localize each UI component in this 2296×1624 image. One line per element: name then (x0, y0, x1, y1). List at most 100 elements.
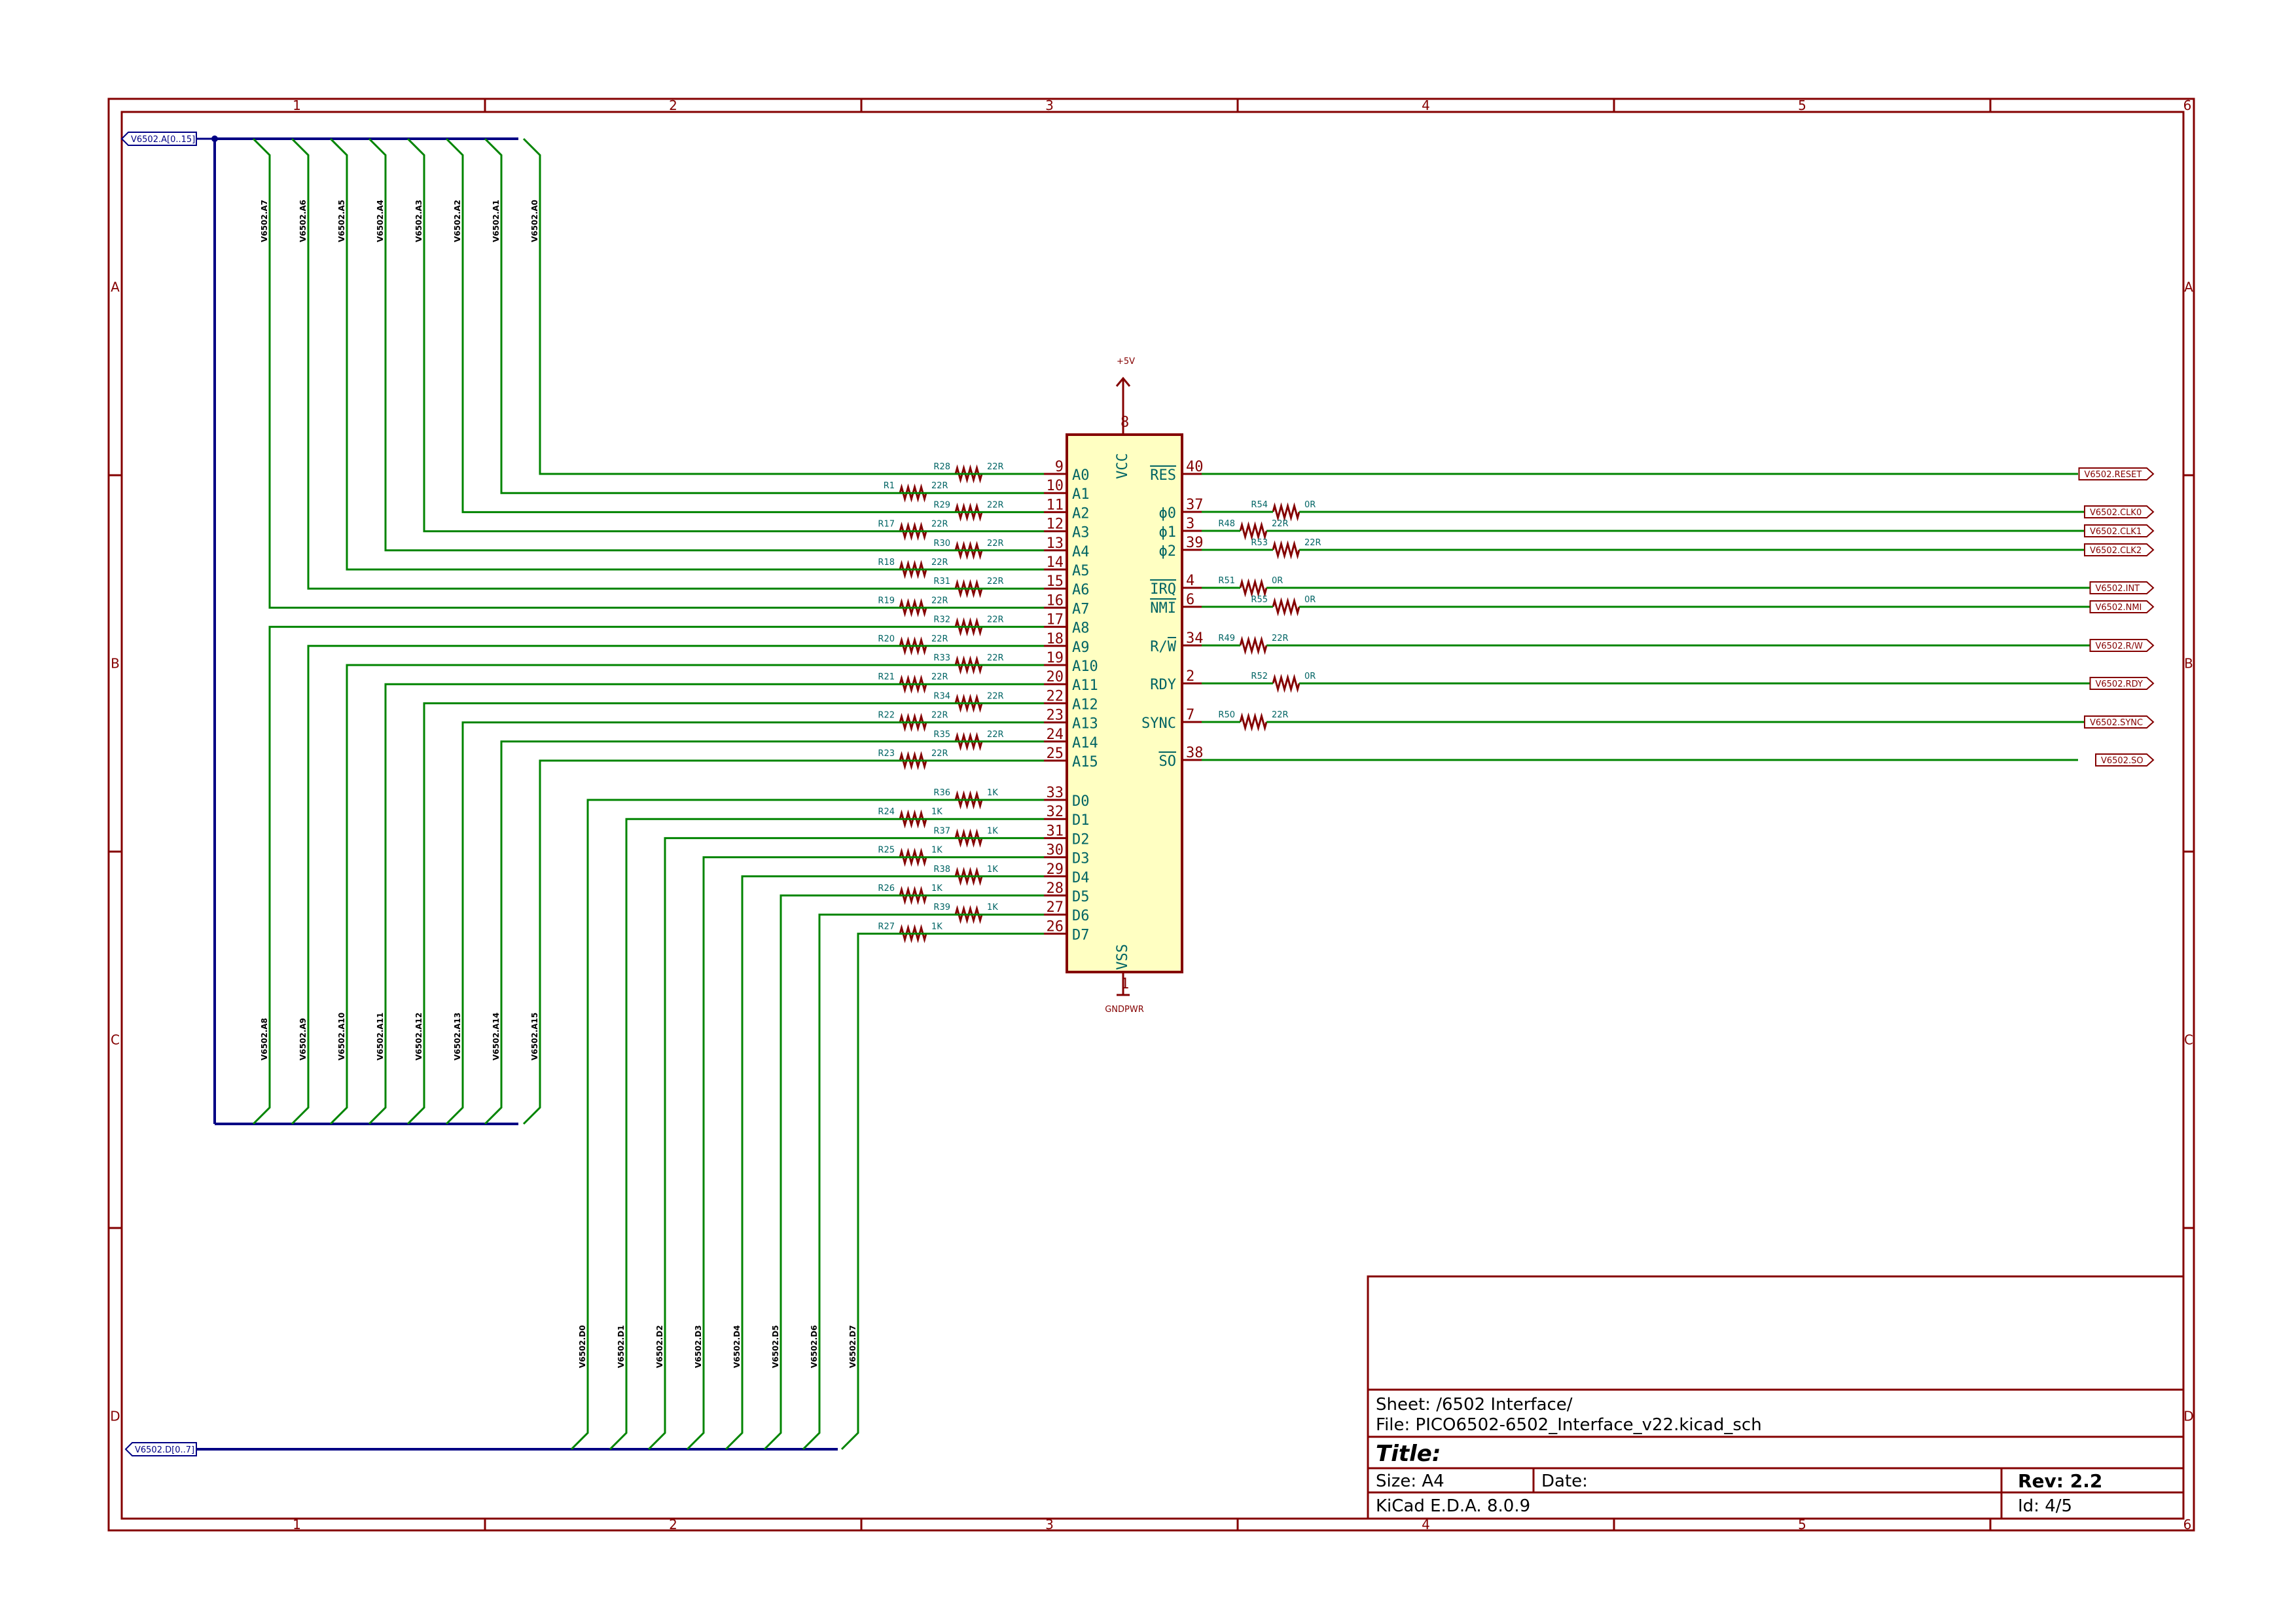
resistor-ref: R31 (933, 577, 950, 586)
data-wire (647, 837, 1044, 1451)
resistor-ref: R49 (1218, 634, 1235, 643)
file-name: File: PICO6502-6502_Interface_v22.kicad_… (1376, 1415, 1762, 1435)
pin-name: D2 (1072, 831, 1090, 848)
resistor-symbol (1239, 712, 1268, 732)
data-net-name: V6502.D0 (578, 1325, 587, 1368)
pin-number: 27 (1047, 899, 1064, 916)
resistor-ref: R20 (878, 634, 895, 644)
resistor-value: 0R (1272, 576, 1283, 586)
pin-name: SO (1159, 753, 1177, 770)
row-marker-left: A (111, 280, 120, 295)
resistor-ref: R17 (878, 520, 895, 530)
pin-name: A6 (1072, 582, 1090, 598)
resistor-value: 1K (931, 807, 942, 817)
column-marker-top: 2 (669, 98, 677, 113)
column-marker-bottom: 5 (1798, 1517, 1806, 1532)
resistor-value: 22R (1272, 710, 1289, 720)
date-label: Date: (1541, 1471, 1588, 1491)
pin-name: ϕ2 (1159, 543, 1177, 560)
resistor-ref: R34 (933, 691, 950, 701)
address-net-name: V6502.A14 (492, 1013, 501, 1060)
resistor-ref: R55 (1251, 595, 1268, 605)
resistor-ref: R53 (1251, 538, 1268, 548)
vss-pin-name: VSS (1115, 944, 1131, 970)
column-marker-bottom: 6 (2183, 1517, 2192, 1532)
resistor-ref: R29 (933, 500, 950, 510)
power-arrow-icon (1115, 376, 1131, 387)
address-wire (252, 137, 1044, 609)
pin-name: D4 (1072, 870, 1090, 886)
net-label: V6502.R/W (2089, 639, 2155, 652)
svg-text:V6502.D[0..7]: V6502.D[0..7] (135, 1445, 194, 1455)
pin-number: 11 (1047, 497, 1064, 513)
pin-name: A1 (1072, 486, 1090, 503)
resistor-value: 22R (1272, 634, 1289, 643)
pin-name: D6 (1072, 908, 1090, 924)
pin-name: A5 (1072, 563, 1090, 579)
data-bus-label: V6502.D[0..7] (124, 1442, 197, 1456)
data-wire (802, 913, 1044, 1451)
net-label: V6502.RDY (2089, 677, 2155, 690)
address-wire (368, 683, 1044, 1125)
svg-text:V6502.CLK2: V6502.CLK2 (2090, 546, 2142, 556)
outer-border (107, 98, 2195, 1532)
pin-name: D1 (1072, 812, 1090, 829)
resistor-ref: R1 (884, 481, 895, 491)
sheet-id: Id: 4/5 (2018, 1496, 2072, 1516)
data-net-name: V6502.D4 (732, 1325, 742, 1368)
resistor-value: 22R (1272, 519, 1289, 529)
address-wire (445, 137, 1044, 513)
resistor-value: 22R (931, 711, 948, 721)
address-wire (484, 740, 1044, 1125)
net-label: V6502.RESET (2078, 467, 2155, 480)
address-net-name: V6502.A3 (414, 200, 423, 242)
row-marker-left: D (110, 1409, 120, 1424)
address-net-name: V6502.A13 (453, 1013, 462, 1060)
net-label: V6502.CLK2 (2084, 543, 2155, 556)
resistor-value: 22R (987, 577, 1004, 586)
data-wire (763, 894, 1044, 1451)
pin-number: 18 (1047, 631, 1064, 647)
svg-text:V6502.RDY: V6502.RDY (2096, 679, 2143, 689)
resistor-ref: R35 (933, 730, 950, 740)
row-marker-left: C (111, 1032, 120, 1048)
resistor-value: 22R (931, 634, 948, 644)
column-marker-bottom: 3 (1045, 1517, 1054, 1532)
pin-number: 33 (1047, 785, 1064, 801)
pin-number: 24 (1047, 727, 1064, 743)
column-marker-bottom: 1 (293, 1517, 301, 1532)
data-net-name: V6502.D3 (694, 1325, 703, 1368)
pin-name: D5 (1072, 889, 1090, 905)
pin-number: 10 (1047, 478, 1064, 494)
resistor-ref: R38 (933, 865, 950, 875)
resistor-symbol (1272, 502, 1300, 522)
bus-lines (196, 135, 838, 1451)
svg-text:V6502.RESET: V6502.RESET (2085, 470, 2142, 480)
resistor-value: 22R (987, 500, 1004, 510)
net-label: V6502.SYNC (2084, 715, 2155, 729)
resistor-ref: R27 (878, 922, 895, 931)
data-net-name: V6502.D1 (617, 1325, 626, 1368)
inner-border (120, 111, 2185, 1520)
column-marker-top: 1 (293, 98, 301, 113)
pin-number: 19 (1047, 650, 1064, 666)
pin-number: 20 (1047, 669, 1064, 685)
pin-name: A11 (1072, 677, 1098, 694)
data-wire (609, 818, 1044, 1451)
address-wire (291, 137, 1044, 590)
svg-text:V6502.A[0..15]: V6502.A[0..15] (131, 135, 195, 145)
resistor-symbol (1272, 597, 1300, 617)
resistor-value: 22R (931, 749, 948, 759)
pin-name: RES (1150, 467, 1176, 484)
address-wire (406, 702, 1044, 1125)
pin-number: 38 (1186, 745, 1204, 761)
svg-text:V6502.SYNC: V6502.SYNC (2090, 718, 2143, 728)
pin-number: 34 (1186, 630, 1204, 647)
data-net-name: V6502.D7 (848, 1325, 857, 1368)
pin-number: 9 (1055, 459, 1064, 475)
pin-name: RDY (1150, 677, 1176, 693)
resistor-ref: R33 (933, 653, 950, 663)
row-marker-right: A (2184, 280, 2193, 295)
